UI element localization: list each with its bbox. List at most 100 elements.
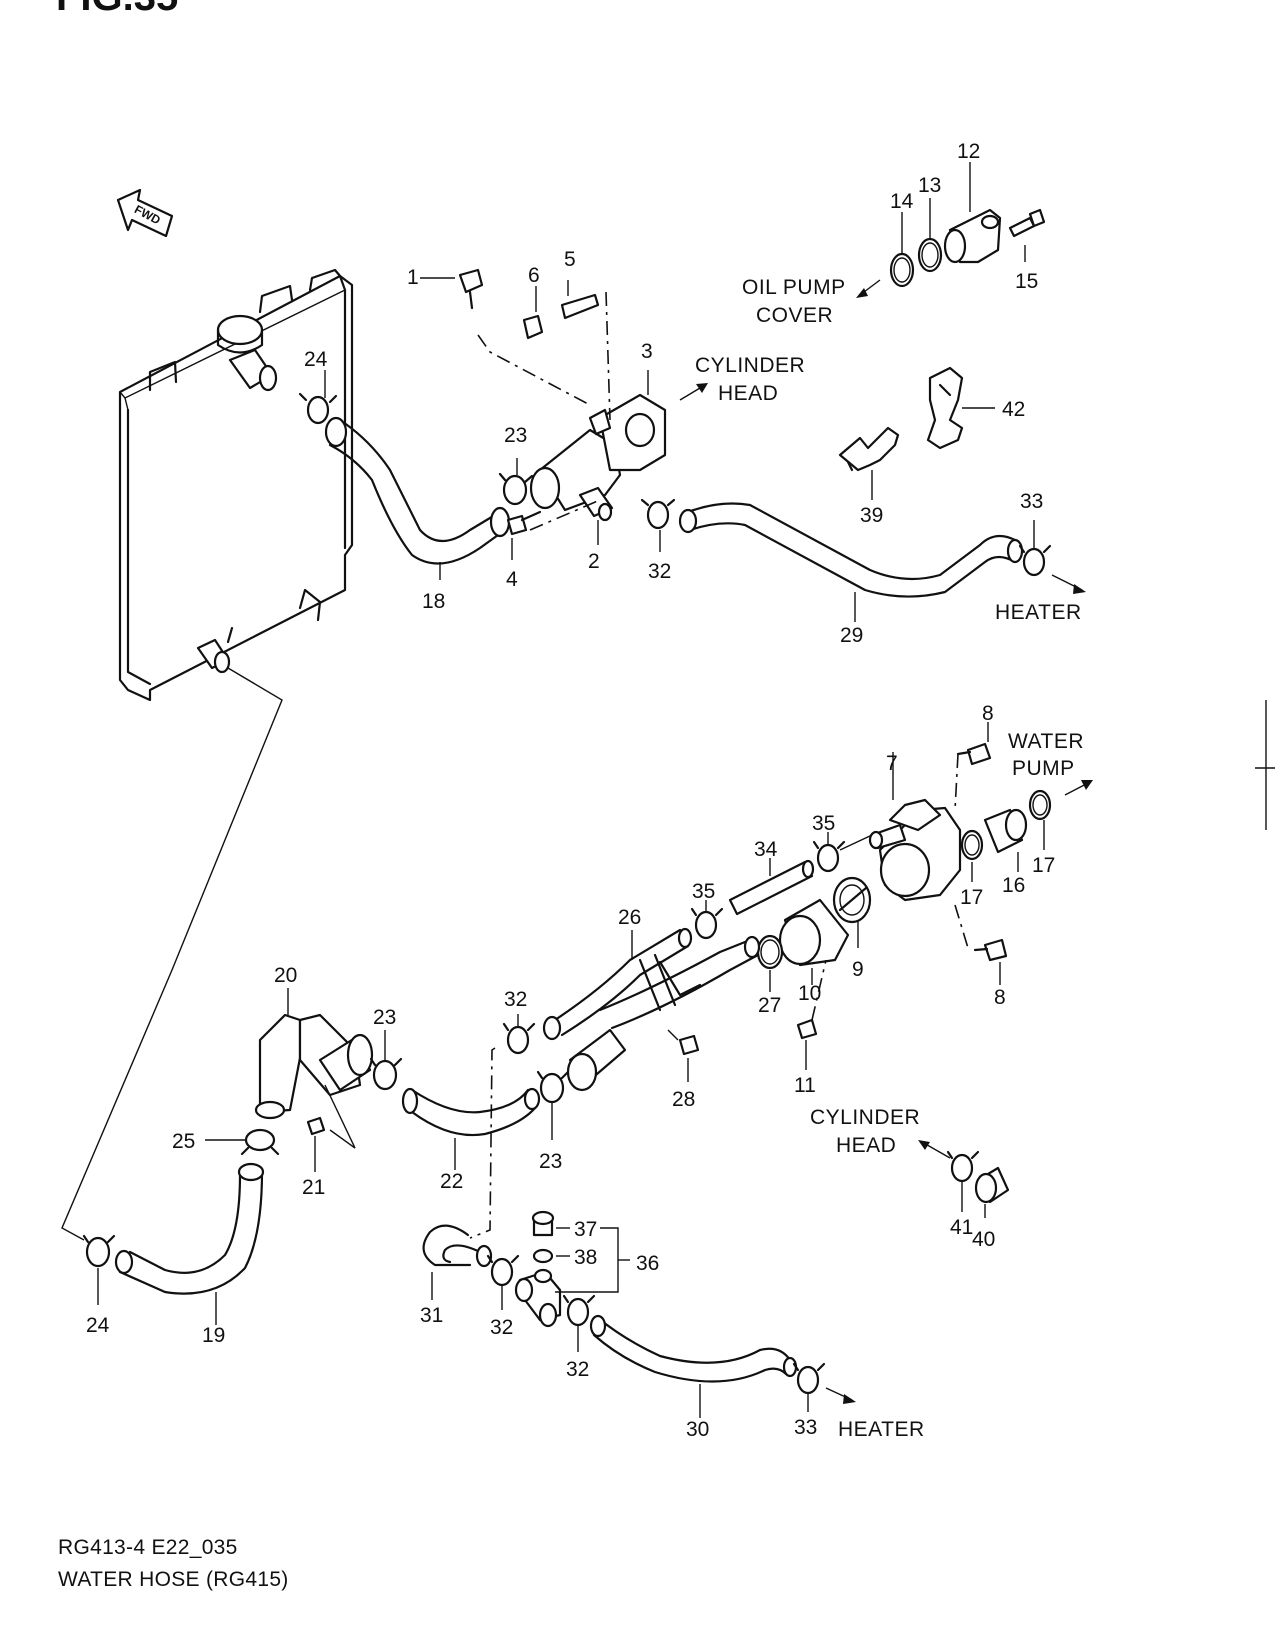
callout-25: 25 <box>172 1130 195 1153</box>
callout-3: 3 <box>641 340 653 363</box>
bolt-15 <box>1008 216 1036 238</box>
callout-32-bottom-left: 32 <box>490 1316 513 1339</box>
callout-21: 21 <box>302 1176 325 1199</box>
clamp-24-upper <box>298 392 338 425</box>
callout-33-top: 33 <box>1020 490 1043 513</box>
figure-header: FIG.35 <box>56 0 178 19</box>
sensor-1 <box>458 268 484 310</box>
callout-35-top: 35 <box>812 812 835 835</box>
label-cyl-head-top-2: HEAD <box>718 382 778 405</box>
clamp-25 <box>240 1128 280 1156</box>
callout-12: 12 <box>957 140 980 163</box>
callout-19: 19 <box>202 1324 225 1347</box>
label-heater-top: HEATER <box>995 601 1082 624</box>
callout-1: 1 <box>407 266 419 289</box>
callout-32-middle: 32 <box>504 988 527 1011</box>
fitting-16 <box>983 808 1028 854</box>
clamp-32-top <box>640 498 676 530</box>
callout-8-bottom: 8 <box>994 986 1006 1009</box>
cap-40 <box>974 1166 1010 1204</box>
callout-numbers: 1 2 3 4 5 6 7 8 8 9 10 11 12 13 14 15 16… <box>86 140 1055 1441</box>
hose-19 <box>118 1170 264 1295</box>
stud-5 <box>560 293 600 320</box>
footer-title: WATER HOSE (RG415) <box>58 1568 289 1591</box>
radiator <box>118 268 354 702</box>
hose-29 <box>686 502 1017 598</box>
label-oil-pump-2: COVER <box>756 304 833 327</box>
callout-5: 5 <box>564 248 576 271</box>
clamp-33-top <box>1018 544 1052 577</box>
label-water-pump-2: PUMP <box>1012 757 1075 780</box>
callout-38: 38 <box>574 1246 597 1269</box>
callout-31: 31 <box>420 1304 443 1327</box>
clamp-32-bottom-right <box>562 1294 596 1327</box>
pipe-34 <box>728 860 814 916</box>
hose-18 <box>328 418 507 565</box>
callout-13: 13 <box>918 174 941 197</box>
label-cyl-head-bottom-1: CYLINDER <box>810 1106 920 1129</box>
label-heater-bottom: HEATER <box>838 1418 925 1441</box>
callout-37: 37 <box>574 1218 597 1241</box>
water-outlet-pipe <box>529 393 667 522</box>
hose-18-end-b <box>489 506 511 538</box>
callout-24-bottom: 24 <box>86 1314 110 1337</box>
callout-42: 42 <box>1002 398 1025 421</box>
callout-32-bottom-right: 32 <box>566 1358 589 1381</box>
label-water-pump-1: WATER <box>1008 730 1084 753</box>
label-oil-pump-1: OIL PUMP <box>742 276 846 299</box>
label-cyl-head-top-1: CYLINDER <box>695 354 805 377</box>
fitting-12 <box>943 208 1002 264</box>
callout-27: 27 <box>758 994 781 1017</box>
clip-42 <box>926 366 964 450</box>
callout-36: 36 <box>636 1252 659 1275</box>
union-36 <box>514 1268 562 1328</box>
bolt-21 <box>306 1116 326 1136</box>
hose-22 <box>410 1088 537 1137</box>
callout-26: 26 <box>618 906 641 929</box>
bolt-8-top <box>966 742 992 766</box>
callout-17-left: 17 <box>960 886 983 909</box>
callout-40: 40 <box>972 1228 995 1251</box>
thermostat-9 <box>832 876 872 924</box>
clamp-32-middle <box>502 1022 536 1055</box>
fwd-arrow-icon: FWD <box>116 188 174 238</box>
clamp-23-mid-right <box>536 1070 570 1104</box>
callout-2: 2 <box>588 550 600 573</box>
bolt-8-bottom <box>983 938 1008 962</box>
callout-29: 29 <box>840 624 863 647</box>
callout-30: 30 <box>686 1418 709 1441</box>
callout-22: 22 <box>440 1170 463 1193</box>
callout-8-top: 8 <box>982 702 994 725</box>
hose-18-end <box>324 416 348 448</box>
clamp-35-upper <box>812 840 846 873</box>
clamp-32-bottom-left <box>486 1254 520 1287</box>
bolt-28 <box>678 1034 700 1056</box>
callout-15: 15 <box>1015 270 1038 293</box>
callout-6: 6 <box>528 264 540 287</box>
callout-11: 11 <box>794 1074 816 1097</box>
water-pipe-26 <box>542 927 761 1092</box>
clamp-33-bottom <box>792 1362 826 1395</box>
callout-17-right: 17 <box>1032 854 1055 877</box>
hose-30 <box>592 1316 792 1383</box>
callout-23-top: 23 <box>504 424 527 447</box>
bolt-11 <box>796 1018 818 1040</box>
callout-28: 28 <box>672 1088 695 1111</box>
clamp-24-lower <box>82 1234 116 1268</box>
callout-24-top: 24 <box>304 348 328 371</box>
clamp-23-upper <box>498 472 534 506</box>
label-cyl-head-bottom-2: HEAD <box>836 1134 896 1157</box>
callout-18: 18 <box>422 590 445 613</box>
hose-31 <box>422 1224 482 1267</box>
clamp-23-left <box>369 1057 403 1091</box>
callout-35-bottom: 35 <box>692 880 715 903</box>
callout-41: 41 <box>950 1216 973 1239</box>
footer-code: RG413-4 E22_035 <box>58 1536 238 1559</box>
callout-39: 39 <box>860 504 883 527</box>
outlet-pipe-20 <box>254 1013 374 1120</box>
callout-7: 7 <box>886 752 898 775</box>
callout-4: 4 <box>506 568 518 591</box>
callout-33-bottom: 33 <box>794 1416 817 1439</box>
callout-20: 20 <box>274 964 297 987</box>
